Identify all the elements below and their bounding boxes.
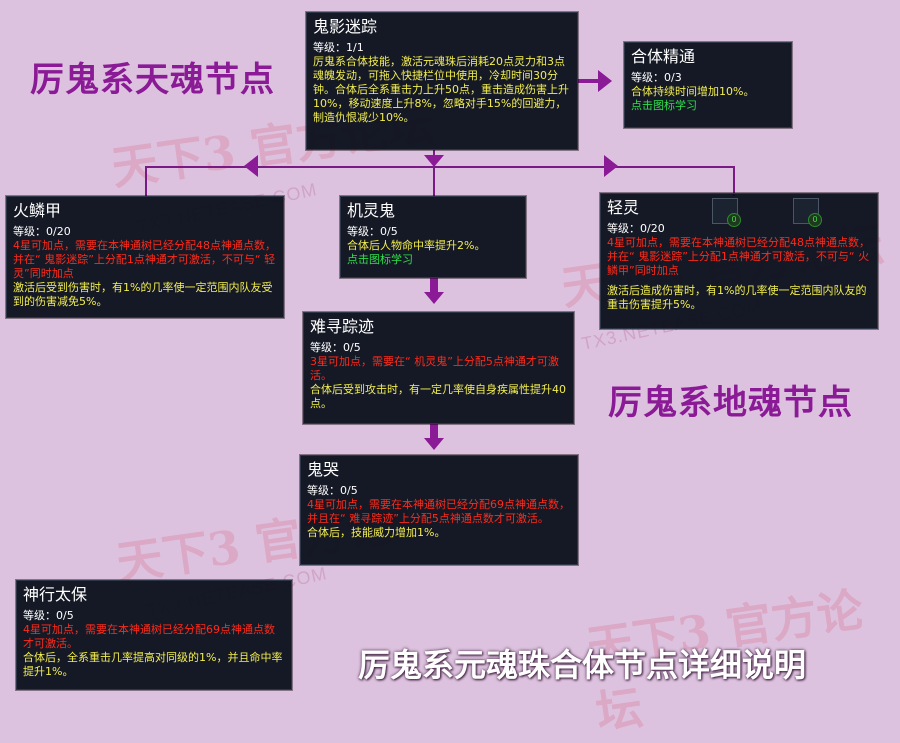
learn-link[interactable]: 点击图标学习 xyxy=(631,99,697,112)
tooltip-requirement: 4星可加点，需要在本神通树已经分配48点神通点数，并在“ 鬼影迷踪”上分配1点神… xyxy=(607,236,870,277)
tooltip-title: 神行太保 xyxy=(23,585,88,604)
badge: 0 xyxy=(808,213,822,227)
tooltip-nanxun: 难寻踪迹 等级：0/5 3星可加点，需要在“ 机灵鬼”上分配5点神通才可激活。 … xyxy=(303,312,574,424)
arrow-right xyxy=(604,155,618,177)
tooltip-level: 等级：0/3 xyxy=(631,71,682,84)
tooltip-shenxing: 神行太保 等级：0/5 4星可加点，需要在本神通树已经分配69点神通点数才可激活… xyxy=(16,580,292,690)
skill-slot[interactable]: 0 xyxy=(712,198,741,227)
tooltip-desc: 合体后人物命中率提升2%。 xyxy=(347,239,486,252)
tooltip-guiying: 鬼影迷踪 等级：1/1 厉鬼系合体技能，激活元魂珠后消耗20点灵力和3点魂魄发动… xyxy=(306,12,578,150)
connector-line xyxy=(733,166,735,196)
tooltip-level: 等级：0/5 xyxy=(23,609,74,622)
tooltip-desc: 厉鬼系合体技能，激活元魂珠后消耗20点灵力和3点魂魄发动，可拖入快捷栏位中使用，… xyxy=(313,55,569,124)
tooltip-requirement: 4星可加点，需要在本神通树已经分配69点神通点数，并且在“ 难寻踪迹”上分配5点… xyxy=(307,498,570,525)
tooltip-desc: 激活后受到伤害时，有1%的几率使一定范围内队友受到的伤害减免5%。 xyxy=(13,281,273,308)
tooltip-requirement: 3星可加点，需要在“ 机灵鬼”上分配5点神通才可激活。 xyxy=(310,355,559,382)
connector-line xyxy=(430,278,438,292)
tooltip-level: 等级：1/1 xyxy=(313,41,364,54)
tooltip-desc: 合体后，技能威力增加1%。 xyxy=(307,526,446,539)
tooltip-level: 等级：0/20 xyxy=(13,225,71,238)
arrow-down xyxy=(424,155,444,167)
connector-line xyxy=(145,166,735,168)
tooltip-title: 机灵鬼 xyxy=(347,201,396,220)
tooltip-jilinggui: 机灵鬼 等级：0/5 合体后人物命中率提升2%。 点击图标学习 xyxy=(340,196,526,278)
tooltip-title: 鬼影迷踪 xyxy=(313,17,378,36)
tooltip-desc: 激活后造成伤害时，有1%的几率使一定范围内队友的重击伤害提升5%。 xyxy=(607,284,867,311)
tooltip-title: 火鳞甲 xyxy=(13,201,62,220)
tooltip-desc: 合体持续时间增加10%。 xyxy=(631,85,755,98)
tooltip-title: 合体精通 xyxy=(631,47,696,66)
arrow-left xyxy=(244,155,258,177)
tooltip-requirement: 4星可加点，需要在本神通树已经分配69点神通点数才可激活。 xyxy=(23,623,275,650)
tianhun-label: 厉鬼系天魂节点 xyxy=(30,60,275,100)
tooltip-title: 轻灵 xyxy=(607,198,640,217)
connector-line xyxy=(145,166,147,196)
skill-slot[interactable]: 0 xyxy=(793,198,822,227)
badge: 0 xyxy=(727,213,741,227)
tooltip-level: 等级：0/5 xyxy=(310,341,361,354)
dihun-label: 厉鬼系地魂节点 xyxy=(608,383,853,423)
tooltip-requirement: 4星可加点，需要在本神通树已经分配48点神通点数，并在“ 鬼影迷踪”上分配1点神… xyxy=(13,239,276,280)
tooltip-guiku: 鬼哭 等级：0/5 4星可加点，需要在本神通树已经分配69点神通点数，并且在“ … xyxy=(300,455,578,565)
tooltip-title: 鬼哭 xyxy=(307,460,340,479)
connector-line xyxy=(433,150,435,196)
arrow-down xyxy=(424,438,444,450)
page-caption: 厉鬼系元魂珠合体节点详细说明 xyxy=(358,646,807,684)
tooltip-desc: 合体后受到攻击时，有一定几率使自身疾属性提升40点。 xyxy=(310,383,566,410)
learn-link[interactable]: 点击图标学习 xyxy=(347,253,413,266)
tooltip-level: 等级：0/5 xyxy=(347,225,398,238)
tooltip-level: 等级：0/20 xyxy=(607,222,665,235)
tooltip-qingling: 轻灵 等级：0/20 4星可加点，需要在本神通树已经分配48点神通点数，并在“ … xyxy=(600,193,878,329)
connector-line xyxy=(578,79,598,83)
tooltip-level: 等级：0/5 xyxy=(307,484,358,497)
tooltip-huolinjia: 火鳞甲 等级：0/20 4星可加点，需要在本神通树已经分配48点神通点数，并在“… xyxy=(6,196,284,318)
arrow-down xyxy=(424,292,444,304)
arrow-right xyxy=(598,70,612,92)
connector-line xyxy=(430,424,438,438)
tooltip-title: 难寻踪迹 xyxy=(310,317,375,336)
tooltip-heti: 合体精通 等级：0/3 合体持续时间增加10%。 点击图标学习 xyxy=(624,42,792,128)
tooltip-desc: 合体后，全系重击几率提高对同级的1%，并且命中率提升1%。 xyxy=(23,651,283,678)
